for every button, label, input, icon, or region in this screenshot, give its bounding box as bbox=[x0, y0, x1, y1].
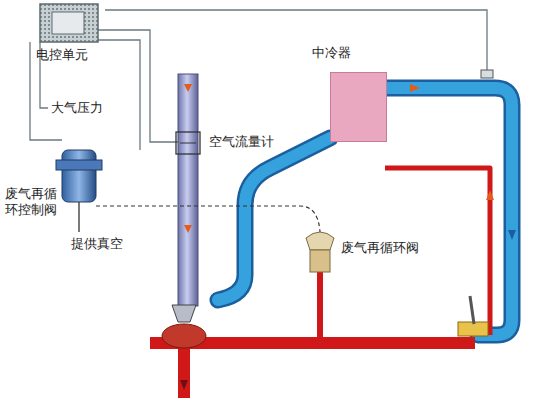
intercooler-core bbox=[330, 72, 387, 142]
part-label: 废气再循环阀 bbox=[340, 240, 420, 256]
ecu-unit: 电控单元 bbox=[36, 2, 106, 66]
part-label: 空气流量计 bbox=[208, 134, 275, 150]
node-label: 电控单元 bbox=[36, 2, 106, 64]
intercooler: 中冷器 bbox=[312, 44, 392, 144]
part-label: 废气再循环控制阀 bbox=[4, 186, 58, 219]
node-label: 中冷器 bbox=[312, 44, 392, 62]
part-label: 提供真空 bbox=[70, 236, 124, 252]
part-label: 大气压力 bbox=[50, 100, 104, 116]
